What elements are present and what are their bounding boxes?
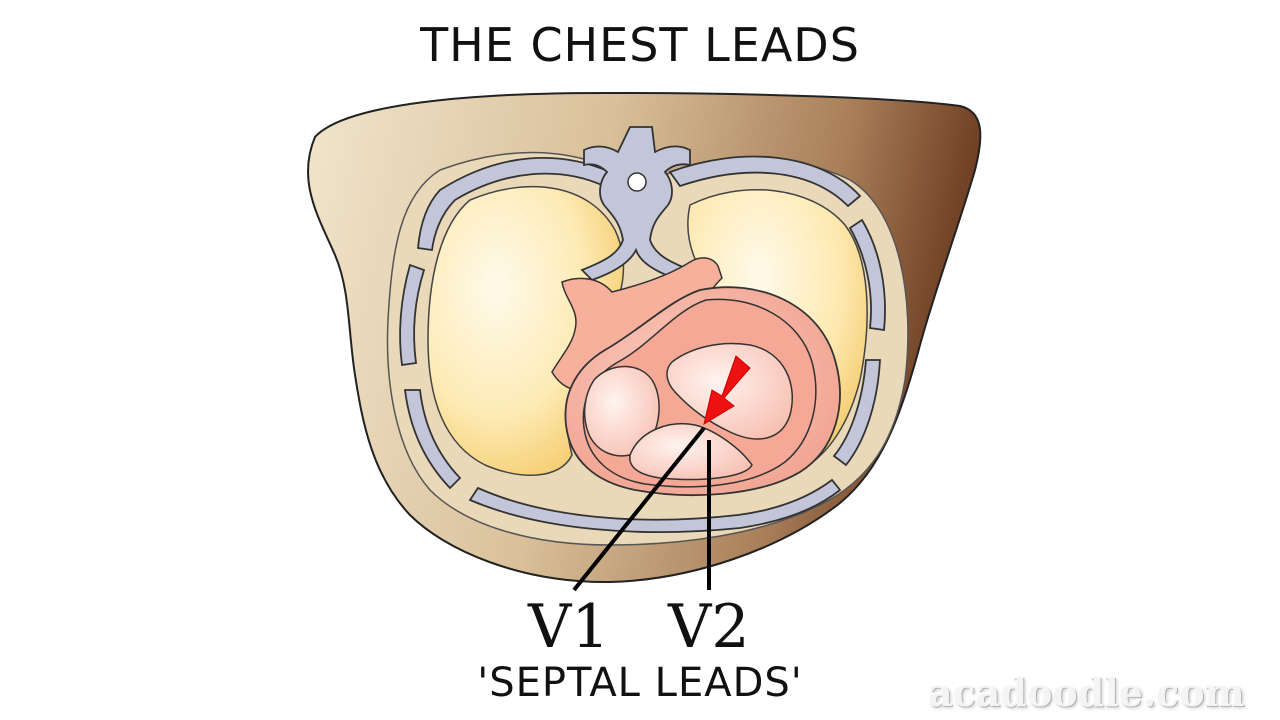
lead-v2-label: V2 — [668, 592, 750, 662]
lead-v1-label: V1 — [528, 592, 610, 662]
watermark: acadoodle.com — [928, 670, 1245, 715]
diagram-title: THE CHEST LEADS — [0, 18, 1280, 72]
spinal-canal — [628, 173, 646, 191]
